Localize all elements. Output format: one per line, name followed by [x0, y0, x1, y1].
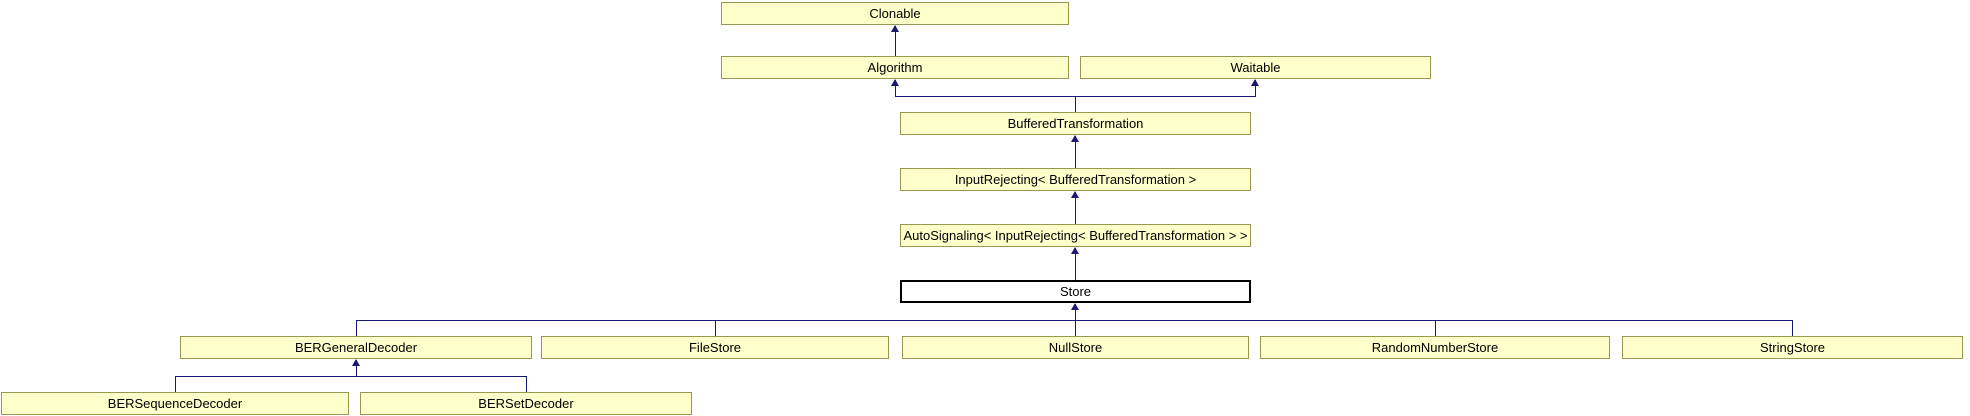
- class-node-clonable[interactable]: Clonable: [721, 2, 1069, 25]
- class-node-bergeneraldecoder[interactable]: BERGeneralDecoder: [180, 336, 532, 359]
- class-node-store-current: Store: [900, 280, 1251, 303]
- inheritance-arrow-icon: [1071, 247, 1079, 254]
- class-node-autosignaling[interactable]: AutoSignaling< InputRejecting< BufferedT…: [900, 224, 1251, 247]
- edge-line-autosignaling-inputrejecting: [1075, 192, 1076, 224]
- edge-line-bus-to-randomnumberstore: [1435, 320, 1436, 336]
- class-node-algorithm[interactable]: Algorithm: [721, 56, 1069, 79]
- edge-line-store-autosignaling: [1075, 248, 1076, 280]
- edge-line-bus-to-bersetdecoder: [526, 376, 527, 392]
- edge-line-to-waitable: [1255, 80, 1256, 96]
- inheritance-arrow-icon: [1251, 79, 1259, 86]
- class-node-bersequencedecoder[interactable]: BERSequenceDecoder: [1, 392, 349, 415]
- edge-line-bufferedtransformation-stem: [1075, 96, 1076, 112]
- edge-line-ber-bus: [175, 376, 527, 377]
- edge-line-bufferedtransformation-split: [895, 96, 1256, 97]
- inheritance-arrow-icon: [1071, 135, 1079, 142]
- inheritance-arrow-icon: [891, 79, 899, 86]
- class-node-randomnumberstore[interactable]: RandomNumberStore: [1260, 336, 1610, 359]
- edge-line-algorithm-clonable: [895, 26, 896, 56]
- edge-line-bus-to-filestore: [715, 320, 716, 336]
- inheritance-arrow-icon: [1071, 191, 1079, 198]
- edge-line-to-algorithm: [895, 80, 896, 96]
- inheritance-arrow-icon: [891, 25, 899, 32]
- class-node-bufferedtransformation[interactable]: BufferedTransformation: [900, 112, 1251, 135]
- edge-line-inputrejecting-bufferedtransformation: [1075, 136, 1076, 168]
- edge-line-bus-to-bergeneraldecoder: [356, 320, 357, 336]
- edge-line-bus-to-bersequencedecoder: [175, 376, 176, 392]
- edge-line-bus-to-bergeneraldecoder-up: [356, 360, 357, 376]
- edge-line-bus-to-stringstore: [1792, 320, 1793, 336]
- inheritance-arrow-icon: [352, 359, 360, 366]
- class-node-inputrejecting[interactable]: InputRejecting< BufferedTransformation >: [900, 168, 1251, 191]
- class-node-stringstore[interactable]: StringStore: [1622, 336, 1963, 359]
- edge-line-children-bus: [356, 320, 1793, 321]
- inheritance-arrow-icon: [1071, 303, 1079, 310]
- edge-line-bus-to-store: [1075, 304, 1076, 320]
- class-node-bersetdecoder[interactable]: BERSetDecoder: [360, 392, 692, 415]
- class-node-nullstore[interactable]: NullStore: [902, 336, 1249, 359]
- class-node-waitable[interactable]: Waitable: [1080, 56, 1431, 79]
- edge-line-bus-to-nullstore: [1075, 320, 1076, 336]
- class-node-filestore[interactable]: FileStore: [541, 336, 889, 359]
